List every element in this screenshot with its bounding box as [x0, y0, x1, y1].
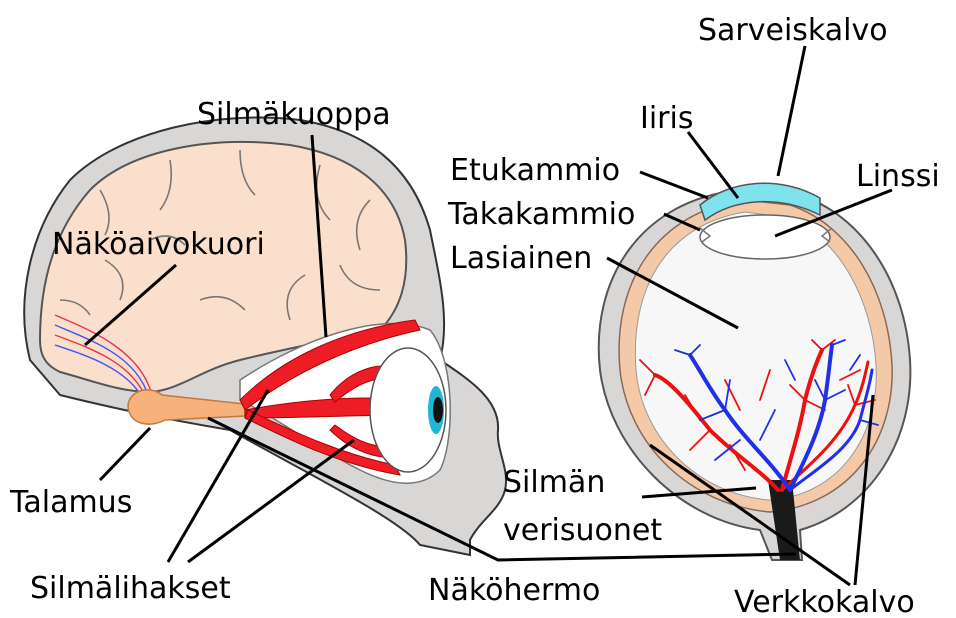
label-silmakuoppa: Silmäkuoppa — [197, 97, 391, 132]
label-verisuonet: verisuonet — [503, 513, 662, 548]
label-nakoaivokuori: Näköaivokuori — [52, 227, 265, 262]
label-silmalihakset: Silmälihakset — [30, 571, 231, 606]
label-linssi: Linssi — [856, 159, 940, 194]
label-talamus: Talamus — [9, 485, 132, 520]
label-verkkokalvo: Verkkokalvo — [734, 585, 915, 618]
label-sarveiskalvo: Sarveiskalvo — [698, 13, 888, 48]
label-nakohermo: Näköhermo — [428, 573, 600, 608]
label-silman: Silmän — [503, 465, 605, 500]
label-iiris: Iiris — [640, 101, 693, 136]
eyeball-side — [370, 348, 446, 472]
label-etukammio: Etukammio — [450, 153, 620, 188]
label-lasiainen: Lasiainen — [450, 241, 592, 276]
label-takakammio: Takakammio — [447, 197, 635, 232]
